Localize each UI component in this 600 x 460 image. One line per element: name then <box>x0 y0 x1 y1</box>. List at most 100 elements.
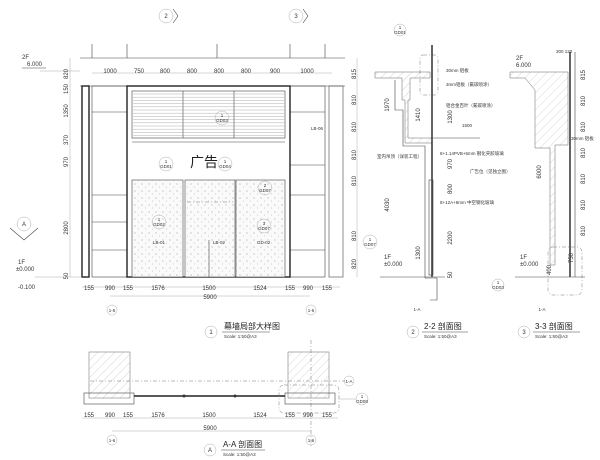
svg-text:1: 1 <box>209 330 213 336</box>
elevation-2f: 6.000 <box>27 62 43 68</box>
svg-text:GD07: GD07 <box>259 188 271 193</box>
svg-text:1: 1 <box>165 159 168 164</box>
svg-text:2-2 剖面图: 2-2 剖面图 <box>424 321 462 331</box>
svg-text:3: 3 <box>522 330 526 336</box>
svg-text:990: 990 <box>303 413 314 419</box>
svg-text:810: 810 <box>581 147 587 158</box>
svg-text:155: 155 <box>123 413 134 419</box>
svg-text:990: 990 <box>105 286 116 292</box>
callout-2-gd07[interactable]: 2 GD07 <box>257 180 273 196</box>
svg-text:Scale: 1:50@A3: Scale: 1:50@A3 <box>224 334 257 339</box>
svg-text:800: 800 <box>187 69 198 75</box>
callout-1-gd03-section[interactable]: 1 GD03 <box>491 278 504 292</box>
glass-door <box>184 179 236 278</box>
svg-text:155: 155 <box>285 286 296 292</box>
tag-gd02: GD-02 <box>257 240 271 245</box>
svg-text:3: 3 <box>263 221 266 226</box>
svg-text:810: 810 <box>352 149 358 160</box>
svg-text:820: 820 <box>64 68 70 79</box>
svg-text:GD01: GD01 <box>394 30 406 35</box>
svg-text:815: 815 <box>581 69 587 80</box>
svg-text:155: 155 <box>322 413 333 419</box>
svg-text:幕墙局部大样图: 幕墙局部大样图 <box>224 321 280 331</box>
svg-text:750: 750 <box>569 252 575 263</box>
svg-text:155: 155 <box>322 286 333 292</box>
section-marker-a[interactable]: A <box>9 216 39 241</box>
svg-text:Scale: 1:50@A3: Scale: 1:50@A3 <box>535 334 568 339</box>
svg-text:1500: 1500 <box>202 413 216 419</box>
svg-text:810: 810 <box>352 230 358 241</box>
svg-text:815: 815 <box>352 68 358 79</box>
section-22-dims: 1970 4030 1410 1300 970 800 2200 1300 50 <box>385 98 454 279</box>
svg-text:GD01: GD01 <box>160 164 172 169</box>
svg-text:1: 1 <box>158 217 161 222</box>
plan-dims: 155 990 155 1576 1500 1524 155 990 155 5… <box>82 413 338 432</box>
svg-text:300 120: 300 120 <box>556 49 573 54</box>
section-33-dims: 815 810 810 810 810 810 810 750 6000 400 <box>537 69 587 275</box>
svg-text:800: 800 <box>160 69 171 75</box>
svg-text:810: 810 <box>581 225 587 236</box>
glass-panel-left <box>131 179 184 278</box>
axis-mark-1-a: 1-A <box>343 375 355 387</box>
section-22-notes: 30mm 铝板 3mm铝板（氟碳喷涂） 铝合金百叶（氟碳喷涂） 1500 室内吊… <box>377 67 511 206</box>
callout-1-gd08[interactable]: 1 GD08 <box>339 392 368 406</box>
svg-text:3mm铝板（氟碳喷涂）: 3mm铝板（氟碳喷涂） <box>446 81 492 88</box>
callout-1-gd04[interactable]: 1 GD04 <box>217 156 233 172</box>
svg-text:30mm 铝板: 30mm 铝板 <box>571 135 594 142</box>
svg-text:810: 810 <box>352 121 358 132</box>
svg-text:800: 800 <box>214 69 225 75</box>
section-2-2: 1 GD01 30mm 铝板 3mm铝板（氟碳喷涂） 铝合金百叶（氟碳喷涂） 1… <box>374 23 511 339</box>
svg-text:A: A <box>22 222 26 228</box>
svg-text:990: 990 <box>303 286 314 292</box>
svg-text:GD03: GD03 <box>216 118 228 123</box>
axis-mark-1-5: 1-5 <box>106 304 118 316</box>
svg-text:室内吊顶（详装工程）: 室内吊顶（详装工程） <box>377 153 422 160</box>
bottom-dimensions: 155 990 155 1576 1500 1524 155 990 155 5… <box>82 286 340 301</box>
level-2f-label: 2F <box>22 55 29 61</box>
svg-text:1-6: 1-6 <box>109 438 116 443</box>
svg-text:2200: 2200 <box>448 231 454 245</box>
elevation-view: 2 3 2F 6.000 1000 750 800 800 800 800 90… <box>9 8 378 339</box>
grid-mark-2: 2 <box>158 8 179 24</box>
section-3-3: 2F 6.000 300 120 30mm 铝板 815 810 810 810… <box>509 49 594 339</box>
svg-text:1000: 1000 <box>300 69 314 75</box>
svg-text:810: 810 <box>352 175 358 186</box>
svg-text:3: 3 <box>294 14 298 20</box>
svg-text:1-6: 1-6 <box>308 308 315 313</box>
svg-text:50: 50 <box>448 271 454 278</box>
svg-text:6.000: 6.000 <box>516 63 532 69</box>
svg-text:800: 800 <box>448 183 454 194</box>
advertisement-sign: 广告 <box>190 154 218 170</box>
callout-1-gd07-right[interactable]: 1 GD07 <box>362 234 378 250</box>
elevation-1f: ±0.000 <box>16 267 35 273</box>
svg-text:155: 155 <box>285 413 296 419</box>
svg-text:400: 400 <box>547 264 553 275</box>
left-dimensions: 820 150 1350 370 970 2800 50 <box>64 58 71 279</box>
grid-mark-3: 3 <box>288 8 309 24</box>
section-33-title: 3 3-3 剖面图 Scale: 1:50@A3 <box>517 321 580 339</box>
callout-1-gd02[interactable]: 1 GD02 <box>151 214 167 230</box>
svg-text:2F: 2F <box>516 56 523 62</box>
callout-1-gd03[interactable]: 1 GD03 <box>214 110 230 126</box>
svg-text:GD02: GD02 <box>153 222 165 227</box>
svg-text:Scale: 1:50@A3: Scale: 1:50@A3 <box>223 452 256 457</box>
svg-text:30mm 铝板: 30mm 铝板 <box>446 67 469 74</box>
svg-text:1300: 1300 <box>448 110 454 124</box>
svg-text:A-A 剖面图: A-A 剖面图 <box>223 439 262 449</box>
svg-text:750: 750 <box>134 69 145 75</box>
svg-text:1576: 1576 <box>151 413 165 419</box>
callout-3-gd07[interactable]: 3 GD07 <box>256 218 272 234</box>
svg-text:1-A: 1-A <box>538 307 545 312</box>
svg-text:1F: 1F <box>384 255 391 261</box>
svg-text:970: 970 <box>64 156 70 167</box>
svg-text:6000: 6000 <box>537 165 543 179</box>
svg-text:1500: 1500 <box>462 123 473 128</box>
svg-text:8+12A+8mm 中空钢化玻璃: 8+12A+8mm 中空钢化玻璃 <box>440 199 495 206</box>
svg-text:810: 810 <box>581 173 587 184</box>
svg-text:1-6: 1-6 <box>308 438 315 443</box>
svg-text:1: 1 <box>361 394 364 399</box>
svg-text:Scale: 1:50@A3: Scale: 1:50@A3 <box>424 334 457 339</box>
plan-title: A A-A 剖面图 Scale: 1:50@A3 <box>203 439 265 457</box>
callout-1-gd01[interactable]: 1 GD01 <box>158 156 174 172</box>
callout-1-gd01-section[interactable]: 1 GD01 <box>393 23 406 37</box>
